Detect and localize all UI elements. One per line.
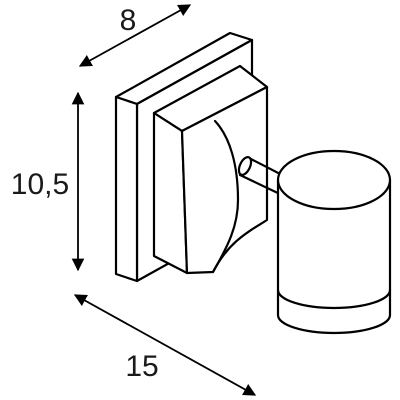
- lamp-body-block: [152, 64, 269, 275]
- depth-dimension-line: [78, 4, 192, 67]
- width-dimension-line: [73, 294, 257, 396]
- width-dimension-label: 15: [125, 350, 158, 383]
- lamp-cylinder-head: [276, 149, 392, 335]
- height-dimension-label: 10,5: [11, 168, 69, 201]
- depth-dimension-label: 8: [120, 4, 137, 37]
